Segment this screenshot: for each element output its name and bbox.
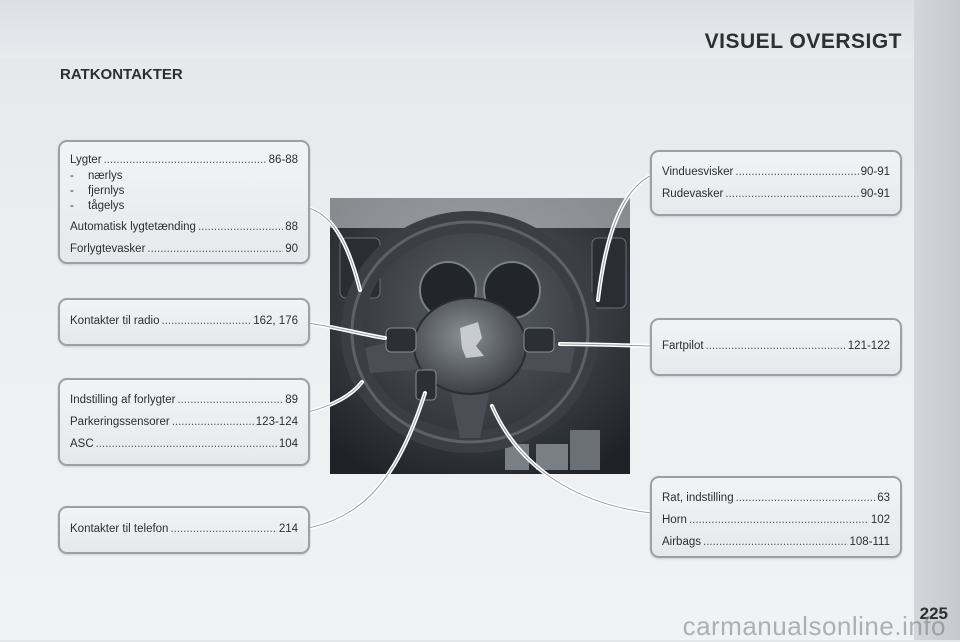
index-row[interactable]: Kontakter til radio 162, 176 [70,313,298,330]
sub-item: -nærlys [70,170,123,182]
page-title: VISUEL OVERSIGT [704,30,902,53]
index-row[interactable]: Airbags 108-111 [662,534,890,551]
index-label: Horn [662,514,687,526]
index-row[interactable]: Lygter 86-88 [70,152,298,169]
index-label: ASC [70,438,94,450]
index-label: Vinduesvisker [662,166,734,178]
page-ref: 89 [285,394,298,406]
cruise-box: Fartpilot 121-122 [650,318,902,376]
right-edge-strip [914,0,960,640]
index-label: Airbags [662,536,701,548]
index-row[interactable]: Automatisk lygtetænding 88 [70,219,298,236]
index-row[interactable]: Forlygtevasker 90 [70,241,298,258]
index-label: Rat, indstilling [662,492,734,504]
section-title: RATKONTAKTER [60,66,183,83]
index-row[interactable]: Vinduesvisker 90-91 [662,164,890,181]
index-label: Indstilling af forlygter [70,394,176,406]
index-label: Kontakter til telefon [70,523,169,535]
index-label: Kontakter til radio [70,315,160,327]
index-label: Lygter [70,154,102,166]
page-ref: 88 [285,221,298,233]
phone-box: Kontakter til telefon 214 [58,506,310,554]
index-row[interactable]: Rudevasker 90-91 [662,186,890,203]
index-row[interactable]: ASC 104 [70,436,298,453]
index-row[interactable]: Horn 102 [662,512,890,529]
page-ref: 121-122 [847,340,890,352]
page-ref: 86-88 [268,154,298,166]
watermark: carmanualsonline.info [682,611,946,641]
index-row[interactable]: Indstilling af forlygter 89 [70,392,298,409]
page-ref: 104 [278,438,298,450]
page-number: 225 [919,604,948,623]
index-row[interactable]: Rat, indstilling 63 [662,490,890,507]
header-band [0,0,914,58]
steering-box: Rat, indstilling 63 Horn 102 Airbags 108… [650,476,902,558]
page-ref: 214 [278,523,298,535]
index-label: Rudevasker [662,188,724,200]
sub-item: -fjernlys [70,185,125,197]
index-row[interactable]: Kontakter til telefon 214 [70,521,298,538]
page-ref: 102 [870,514,890,526]
index-row[interactable]: Parkeringssensorer 123-124 [70,414,298,431]
page-ref: 63 [877,492,890,504]
page-ref: 162, 176 [253,315,298,327]
index-label: Forlygtevasker [70,243,146,255]
page-ref: 90 [285,243,298,255]
radio-box: Kontakter til radio 162, 176 [58,298,310,346]
lights-adjust-box: Indstilling af forlygter 89 Parkeringsse… [58,378,310,466]
page-ref: 90-91 [860,188,890,200]
index-row[interactable]: Fartpilot 121-122 [662,338,890,355]
sub-item: -tågelys [70,200,125,212]
page-ref: 90-91 [860,166,890,178]
wipers-box: Vinduesvisker 90-91 Rudevasker 90-91 [650,150,902,216]
lights-box: Lygter 86-88 -nærlys -fjernlys -tågelys … [58,140,310,264]
index-label: Parkeringssensorer [70,416,170,428]
page-ref: 123-124 [255,416,298,428]
index-label: Automatisk lygtetænding [70,221,196,233]
index-label: Fartpilot [662,340,704,352]
page-ref: 108-111 [849,536,891,548]
